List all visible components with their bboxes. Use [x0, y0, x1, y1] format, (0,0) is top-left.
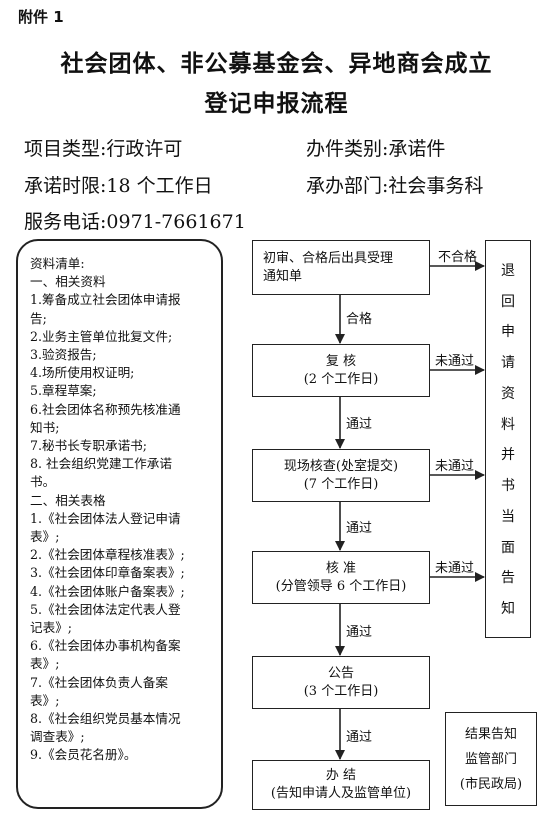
doc-line: 6.《社会团体办事机构备案 — [30, 638, 181, 654]
doc-line: 4.《社会团体账户备案表》; — [30, 583, 185, 599]
reject-char: 书 — [501, 478, 515, 495]
label-pass: 通过 — [346, 625, 373, 640]
label-pass: 通过 — [346, 730, 373, 745]
doc-line: 3.《社会团体印章备案表》; — [30, 565, 185, 581]
doc-line: 调查表》; — [30, 729, 85, 745]
doc-line: 告; — [30, 310, 47, 326]
doc-line: 表》; — [30, 692, 60, 708]
label-pass: 通过 — [346, 417, 373, 432]
doc-line: 3.验资报告; — [30, 347, 97, 363]
doc-line: 1.《社会团体法人登记申请 — [30, 510, 181, 526]
doc-line: 8. 社会组织党建工作承诺 — [30, 456, 172, 472]
doc-line: 表》; — [30, 656, 60, 672]
doc-line: 5.《社会团体法定代表人登 — [30, 601, 181, 617]
reject-char: 资 — [501, 385, 515, 402]
step-line: 核 准 — [325, 560, 357, 576]
doc-line: 8.《社会组织党员基本情况 — [30, 711, 181, 727]
doc-line: 记表》; — [30, 620, 73, 636]
reject-char: 请 — [501, 355, 515, 372]
doc-line: 6.社会团体名称预先核准通 — [30, 401, 181, 417]
doc-line: 5.章程草案; — [30, 383, 97, 399]
doc-line: 1.筹备成立社会团体申请报 — [30, 292, 181, 308]
reject-char: 面 — [501, 539, 515, 556]
doc-line: 一、相关资料 — [30, 274, 106, 290]
label-fail: 未通过 — [435, 561, 475, 576]
step-line: 办 结 — [325, 768, 357, 783]
reject-char: 当 — [501, 508, 515, 525]
reject-char: 申 — [501, 324, 515, 341]
step-line: (3 个工作日) — [303, 683, 379, 699]
doc-line: 2.《社会团体章程核准表》; — [30, 547, 185, 563]
reject-char: 回 — [501, 293, 515, 310]
doc-line: 表》; — [30, 529, 60, 545]
label-unqualified: 不合格 — [438, 250, 478, 265]
step-line: (7 个工作日) — [303, 476, 379, 492]
attachment-label: 附件 1 — [18, 8, 64, 26]
reject-notice-box: 退 回 申 请 资 料 并 书 当 面 告 知 — [485, 240, 531, 638]
label-fail: 未通过 — [435, 459, 475, 474]
step-completion: 办 结 (告知申请人及监管单位) — [252, 760, 430, 810]
time-limit: 承诺时限:18 个工作日 — [24, 175, 213, 197]
reject-char: 料 — [501, 416, 515, 433]
service-phone: 服务电话:0971-7661671 — [24, 211, 246, 233]
step-onsite-inspection: 现场核查(处室提交) (7 个工作日) — [252, 449, 430, 502]
doc-line: 2.业务主管单位批复文件; — [30, 328, 173, 344]
step-line: 现场核查(处室提交) — [283, 458, 399, 474]
step-line: 初审、合格后出具受理 — [263, 250, 394, 266]
doc-line: 二、相关表格 — [30, 492, 106, 508]
result-notice-box: 结果告知 监管部门 (市民政局) — [445, 712, 537, 806]
step-approval: 核 准 (分管领导 6 个工作日) — [252, 551, 430, 604]
step-line: (分管领导 6 个工作日) — [275, 578, 407, 594]
doc-line: 资料清单: — [30, 256, 85, 271]
doc-line: 书。 — [30, 474, 56, 490]
step-line: 通知单 — [263, 268, 303, 284]
notice-line: (市民政局) — [459, 776, 523, 792]
step-recheck: 复 核 (2 个工作日) — [252, 344, 430, 397]
doc-line: 7.《社会团体负责人备案 — [30, 674, 168, 690]
label-pass: 通过 — [346, 521, 373, 536]
doc-line: 7.秘书长专职承诺书; — [30, 438, 148, 454]
step-line: 公告 — [327, 665, 354, 681]
notice-line: 监管部门 — [464, 751, 517, 767]
step-initial-review: 初审、合格后出具受理 通知单 — [252, 240, 430, 295]
label-fail: 未通过 — [435, 354, 475, 369]
reject-char: 并 — [501, 447, 515, 464]
doc-line: 9.《会员花名册》。 — [30, 747, 137, 763]
label-qualified: 合格 — [346, 312, 373, 327]
doc-line: 4.场所使用权证明; — [30, 365, 135, 381]
project-type: 项目类型:行政许可 — [24, 138, 183, 160]
department: 承办部门:社会事务科 — [306, 175, 484, 197]
step-line: (2 个工作日) — [303, 371, 379, 387]
step-line: (告知申请人及监管单位) — [270, 786, 412, 801]
reject-char: 告 — [501, 570, 515, 587]
page-title-line1: 社会团体、非公募基金会、异地商会成立 — [60, 51, 493, 77]
step-line: 复 核 — [325, 353, 357, 369]
case-category: 办件类别:承诺件 — [306, 138, 446, 160]
document-checklist: 资料清单: 一、相关资料 1.筹备成立社会团体申请报 告; 2.业务主管单位批复… — [16, 239, 223, 809]
step-announcement: 公告 (3 个工作日) — [252, 656, 430, 709]
reject-char: 知 — [501, 601, 515, 618]
reject-char: 退 — [501, 262, 515, 279]
notice-line: 结果告知 — [464, 726, 517, 742]
doc-line: 知书; — [30, 419, 60, 435]
page-title-line2: 登记申报流程 — [204, 91, 349, 117]
